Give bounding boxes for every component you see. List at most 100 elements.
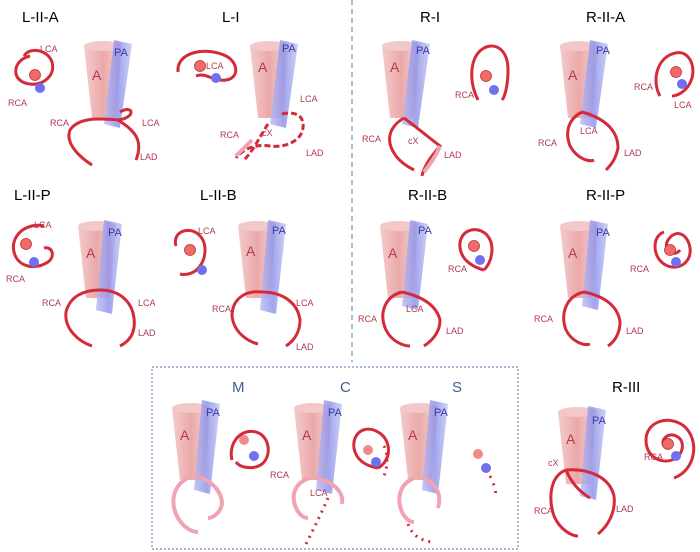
coronary-course xyxy=(388,116,443,177)
panel-c: C A PA RCA LCA xyxy=(270,379,390,545)
coronary-course xyxy=(230,290,302,348)
aorta-label: A xyxy=(390,59,400,75)
label-rca: RCA xyxy=(634,82,653,92)
vessel-inset xyxy=(654,51,695,98)
aorta-top xyxy=(558,407,596,417)
aorta-top xyxy=(380,221,418,231)
pa-shape xyxy=(270,40,298,128)
vessel-inset xyxy=(470,44,510,102)
pa-dot-icon xyxy=(671,451,681,461)
dotted-course-2 xyxy=(406,523,433,544)
aorta-label: A xyxy=(566,431,576,447)
vessel-inset xyxy=(11,223,54,269)
aorta-label: A xyxy=(568,67,578,83)
label-rca-2: RCA xyxy=(534,506,553,516)
label-lad: LAD xyxy=(138,328,156,338)
pa-shape xyxy=(194,400,220,494)
panel-title: L-I xyxy=(222,9,240,26)
panel-r-ii-p: R-II-P A PA RCA RCA LAD xyxy=(534,187,692,348)
vessel-inset xyxy=(644,418,696,480)
coronary-course xyxy=(171,474,225,534)
panel-r-ii-a: R-II-A A PA RCA LCA RCA LCA LAD xyxy=(538,9,695,172)
ostium-icon xyxy=(20,238,32,250)
aorta-top xyxy=(560,41,598,51)
panel-title: R-III xyxy=(612,379,640,396)
pa-label: PA xyxy=(418,225,433,237)
coronary-course xyxy=(549,468,616,538)
label-lad: LAD xyxy=(446,326,464,336)
label-lca: LCA xyxy=(198,226,216,236)
aorta-label: A xyxy=(180,427,190,443)
aorta-label: A xyxy=(302,427,312,443)
label-lca-2: LCA xyxy=(138,298,156,308)
pa-dot-icon xyxy=(249,451,259,461)
panel-title: C xyxy=(340,379,351,396)
pa-dot-icon xyxy=(489,85,499,95)
label-lca-2: LCA xyxy=(406,304,424,314)
label-lca: LCA xyxy=(674,100,692,110)
ostium-icon xyxy=(480,70,492,82)
pa-label: PA xyxy=(434,407,449,419)
aorta-top xyxy=(294,403,332,413)
pa-shape xyxy=(582,220,608,310)
panel-l-i: L-I LCA A PA LCA RCA cX LAD xyxy=(176,9,324,162)
pa-label: PA xyxy=(272,225,287,237)
panel-r-iii: R-III A PA RCA cX RCA LAD xyxy=(534,379,696,538)
vessel-inset xyxy=(176,49,238,82)
coronary-course xyxy=(566,110,620,172)
coronary-course xyxy=(397,476,442,524)
panel-r-i: R-I A PA RCA RCA cX LAD xyxy=(362,9,510,177)
coronary-course xyxy=(234,111,305,162)
coronary-course xyxy=(64,288,136,348)
panel-r-ii-b: R-II-B A PA RCA RCA LCA LAD xyxy=(358,187,494,348)
panel-m: M A PA xyxy=(171,379,270,534)
aorta-label: A xyxy=(92,67,102,83)
label-lad: LAD xyxy=(306,148,324,158)
label-lad: LAD xyxy=(296,342,314,352)
vessel-inset xyxy=(173,229,207,276)
label-rca: RCA xyxy=(455,90,474,100)
ostium-icon xyxy=(363,445,373,455)
panel-title: R-II-P xyxy=(586,187,625,204)
label-rca-2: RCA xyxy=(358,314,377,324)
pa-label: PA xyxy=(416,45,431,57)
pa-dot-icon xyxy=(197,265,207,275)
pa-label: PA xyxy=(114,47,129,59)
label-lad: LAD xyxy=(444,150,462,160)
label-lca-2: LCA xyxy=(580,126,598,136)
aorta-top xyxy=(382,41,420,51)
pa-label: PA xyxy=(282,43,297,55)
label-rca-2: RCA xyxy=(270,470,289,480)
pa-label: PA xyxy=(592,415,607,427)
ostium-icon xyxy=(184,244,196,256)
label-cx: cX xyxy=(262,128,273,138)
aorta-label: A xyxy=(86,245,96,261)
panel-l-ii-p: L-II-P LCA RCA A PA RCA LCA LAD xyxy=(6,187,156,348)
label-rca-2: RCA xyxy=(42,298,61,308)
pa-shape xyxy=(316,400,342,494)
label-lca: LCA xyxy=(40,44,58,54)
rca-course xyxy=(234,138,254,158)
pa-shape xyxy=(402,40,430,128)
label-rca-2: RCA xyxy=(220,130,239,140)
aorta-top xyxy=(250,41,288,51)
label-rca-2: RCA xyxy=(50,118,69,128)
pa-dot-icon xyxy=(371,457,381,467)
label-rca: RCA xyxy=(448,264,467,274)
pa-shape xyxy=(422,400,448,494)
ostium-icon xyxy=(662,438,674,450)
lad-course xyxy=(422,145,442,174)
label-rca-2: RCA xyxy=(212,304,231,314)
pa-label: PA xyxy=(108,227,123,239)
label-lca: LCA xyxy=(206,61,224,71)
ostium-icon xyxy=(670,66,682,78)
ostium-icon xyxy=(664,244,676,256)
label-cx: cX xyxy=(548,458,559,468)
ostium-icon xyxy=(473,449,483,459)
panel-title: R-II-A xyxy=(586,9,625,26)
coronary-course xyxy=(291,476,345,520)
label-rca: RCA xyxy=(6,274,25,284)
pa-shape xyxy=(580,406,606,500)
ostium-icon xyxy=(468,240,480,252)
